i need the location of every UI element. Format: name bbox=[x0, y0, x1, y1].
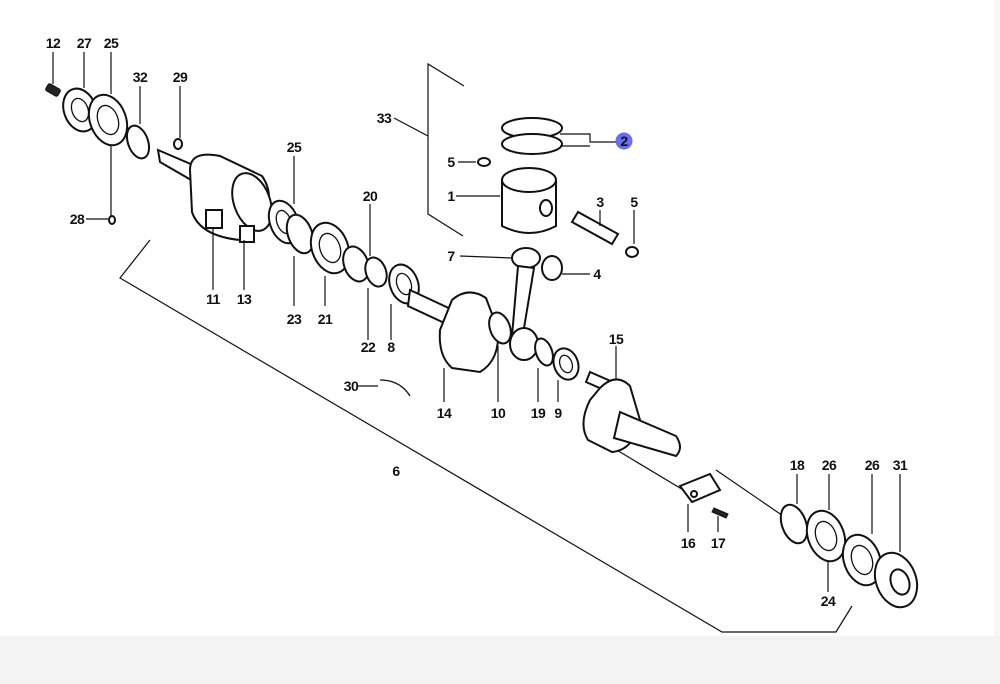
part-29-key bbox=[173, 86, 183, 150]
part-1-piston bbox=[456, 167, 557, 234]
callout-5b: 5 bbox=[630, 194, 638, 210]
callout-26b: 26 bbox=[865, 457, 880, 473]
callout-27: 27 bbox=[77, 35, 92, 51]
callout-33: 33 bbox=[377, 110, 392, 126]
part-23-spacer bbox=[285, 213, 315, 306]
part-10-washer bbox=[488, 311, 512, 402]
callout-5a: 5 bbox=[447, 154, 455, 170]
part-19-washer bbox=[534, 337, 554, 402]
callout-9: 9 bbox=[554, 405, 562, 421]
callout-12: 12 bbox=[46, 35, 61, 51]
part-31-seal bbox=[873, 474, 919, 609]
callout-2-highlight[interactable] bbox=[615, 132, 633, 150]
part-30-circlip bbox=[358, 379, 411, 397]
part-2-rings bbox=[501, 117, 620, 155]
part-21-bearing bbox=[309, 221, 351, 306]
part-4-bearing bbox=[541, 255, 590, 281]
part-17-screw bbox=[711, 507, 729, 532]
callout-14: 14 bbox=[437, 405, 452, 421]
part-28-pin bbox=[86, 215, 116, 225]
part-32-washer bbox=[125, 86, 151, 160]
callout-7: 7 bbox=[447, 248, 455, 264]
bottom-band bbox=[0, 636, 1000, 684]
callout-21: 21 bbox=[318, 311, 333, 327]
callout-20: 20 bbox=[363, 188, 378, 204]
callout-23: 23 bbox=[287, 311, 302, 327]
part-26-bearing-b bbox=[841, 474, 883, 587]
callout-10: 10 bbox=[491, 405, 506, 421]
callout-29: 29 bbox=[173, 69, 188, 85]
callout-19: 19 bbox=[531, 405, 546, 421]
callout-labels: 12 27 25 32 29 28 25 11 13 23 21 20 22 8… bbox=[46, 35, 909, 609]
callout-3: 3 bbox=[596, 194, 604, 210]
callout-26a: 26 bbox=[822, 457, 837, 473]
callout-4: 4 bbox=[593, 266, 601, 282]
part-3-pin bbox=[570, 210, 620, 246]
axis-line-lower bbox=[609, 445, 691, 495]
callout-30: 30 bbox=[344, 378, 359, 394]
callout-15: 15 bbox=[609, 331, 624, 347]
callout-13: 13 bbox=[237, 291, 252, 307]
group-bracket-33 bbox=[393, 62, 465, 237]
part-18-seal bbox=[779, 474, 809, 545]
callout-6: 6 bbox=[392, 463, 400, 479]
part-7-conrod bbox=[459, 247, 541, 361]
part-14-crank-web bbox=[406, 288, 500, 402]
part-5-clip-a bbox=[458, 157, 491, 167]
callout-25: 25 bbox=[104, 35, 119, 51]
callout-2[interactable]: 2 bbox=[620, 133, 629, 149]
part-26-bearing-a bbox=[805, 474, 847, 592]
part-20-ring bbox=[342, 204, 388, 340]
part-25-bearing bbox=[87, 52, 129, 218]
part-15-crank-right bbox=[582, 346, 681, 458]
part-11-13-crank-left bbox=[156, 148, 273, 290]
callout-16: 16 bbox=[681, 535, 696, 551]
right-edge-strip bbox=[994, 0, 1000, 636]
callout-1: 1 bbox=[447, 188, 455, 204]
part-5-clip-b bbox=[625, 210, 639, 258]
part-9-needle bbox=[552, 347, 580, 402]
part-12-bolt bbox=[45, 52, 61, 97]
callout-18: 18 bbox=[790, 457, 805, 473]
group-bracket-6 bbox=[119, 239, 853, 633]
callout-8: 8 bbox=[387, 339, 395, 355]
callout-11: 11 bbox=[206, 291, 221, 307]
callout-24: 24 bbox=[821, 593, 836, 609]
callout-31: 31 bbox=[893, 457, 908, 473]
callout-22: 22 bbox=[361, 339, 376, 355]
callout-17: 17 bbox=[711, 535, 726, 551]
callout-25b: 25 bbox=[287, 139, 302, 155]
callout-32: 32 bbox=[133, 69, 148, 85]
part-16-plate bbox=[678, 472, 722, 532]
callout-28: 28 bbox=[70, 211, 85, 227]
